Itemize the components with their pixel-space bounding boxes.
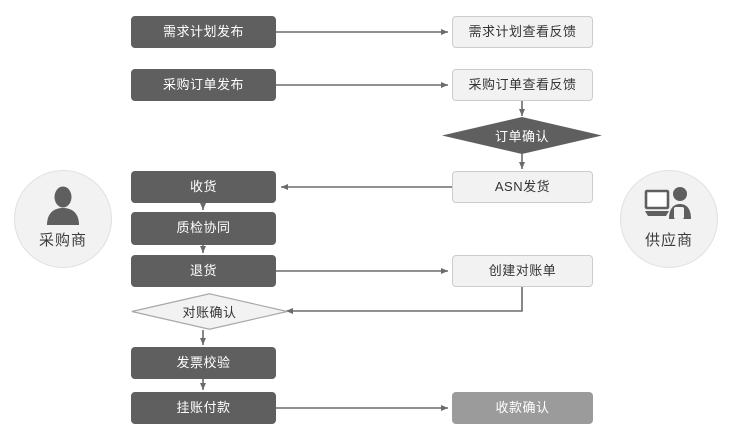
node-goods-receipt[interactable]: 收货 xyxy=(131,171,276,203)
node-return-goods[interactable]: 退货 xyxy=(131,255,276,287)
node-quality-inspection[interactable]: 质检协同 xyxy=(131,212,276,245)
node-purchase-order-review[interactable]: 采购订单查看反馈 xyxy=(452,69,593,101)
actor-supplier-label: 供应商 xyxy=(644,232,693,249)
node-asn-shipment[interactable]: ASN发货 xyxy=(452,171,593,203)
node-invoice-verification[interactable]: 发票校验 xyxy=(131,347,276,379)
actor-supplier: 供应商 xyxy=(620,170,718,268)
node-reconciliation-confirm[interactable]: 对账确认 xyxy=(131,293,288,330)
actor-buyer: 采购商 xyxy=(14,170,112,268)
node-order-confirm[interactable]: 订单确认 xyxy=(442,117,602,154)
node-purchase-order-publish[interactable]: 采购订单发布 xyxy=(131,69,276,101)
node-order-confirm-label: 订单确认 xyxy=(494,129,549,144)
node-reconciliation-confirm-label: 对账确认 xyxy=(182,305,237,320)
person-at-computer-icon xyxy=(644,183,694,227)
node-demand-plan-publish[interactable]: 需求计划发布 xyxy=(131,16,276,48)
node-payment-posting[interactable]: 挂账付款 xyxy=(131,392,276,424)
node-payment-receipt-confirm[interactable]: 收款确认 xyxy=(452,392,593,424)
person-icon xyxy=(43,183,83,227)
node-demand-plan-review[interactable]: 需求计划查看反馈 xyxy=(452,16,593,48)
actor-buyer-label: 采购商 xyxy=(38,232,87,249)
edge-n10-n11 xyxy=(286,287,523,314)
node-create-reconciliation[interactable]: 创建对账单 xyxy=(452,255,593,287)
